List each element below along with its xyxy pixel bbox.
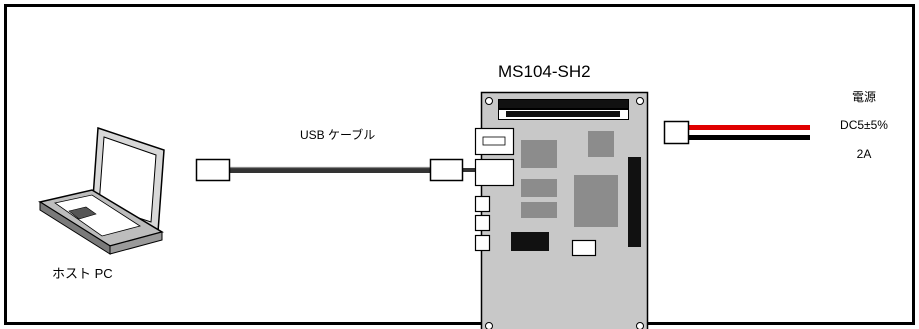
power-title: 電源 [851,90,876,104]
laptop-icon [38,126,165,255]
bottom-connector [511,232,549,251]
small-connector [474,195,491,213]
chip [521,202,557,218]
side-connector [628,157,641,247]
serial-port [474,158,515,187]
power-connector [663,120,690,145]
small-connector [474,214,491,232]
cpu-chip [574,175,618,227]
mounting-hole [636,322,644,329]
power-cable [663,120,810,145]
mounting-hole [485,97,493,105]
chip [521,140,557,168]
ms104-sh2-board [474,91,649,329]
small-connector [474,234,491,252]
host-pc-label: ホスト PC [52,266,113,281]
usb-connector-right [429,158,464,182]
bus-connector [498,99,629,109]
power-jack [571,239,597,257]
chip [588,131,614,157]
mounting-hole [636,97,644,105]
power-current: 2A [856,147,872,161]
usb-cable-label: USB ケーブル [300,128,376,142]
mounting-hole [485,322,493,329]
usb-port [474,127,515,156]
chip [521,179,557,197]
usb-connector-left [195,158,231,182]
board-title: MS104-SH2 [498,62,591,81]
power-voltage: DC5±5% [840,118,888,132]
